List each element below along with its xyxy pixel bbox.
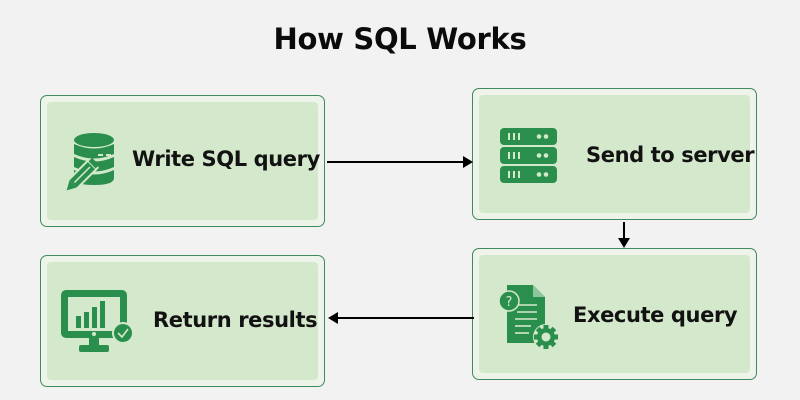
step-label: Write SQL query: [132, 147, 320, 171]
step-label: Send to server: [586, 143, 755, 167]
arrow-write-to-send: [327, 156, 473, 168]
arrow-execute-to-return: [328, 312, 474, 324]
step-write-sql-query: Write SQL query: [40, 95, 325, 227]
step-label: Return results: [153, 308, 318, 332]
svg-text:?: ?: [506, 295, 513, 310]
step-execute-query: ? Execute query: [472, 248, 757, 380]
server-rack-icon: [500, 128, 557, 183]
monitor-chart-check-icon: [61, 290, 134, 352]
step-return-results: Return results: [40, 255, 325, 387]
arrow-send-to-execute: [618, 222, 630, 248]
step-send-to-server: Send to server: [472, 88, 757, 220]
document-gear-icon: ?: [498, 285, 559, 350]
database-pencil-icon: [65, 133, 114, 192]
diagram-title: How SQL Works: [273, 22, 527, 56]
step-label: Execute query: [573, 303, 738, 327]
